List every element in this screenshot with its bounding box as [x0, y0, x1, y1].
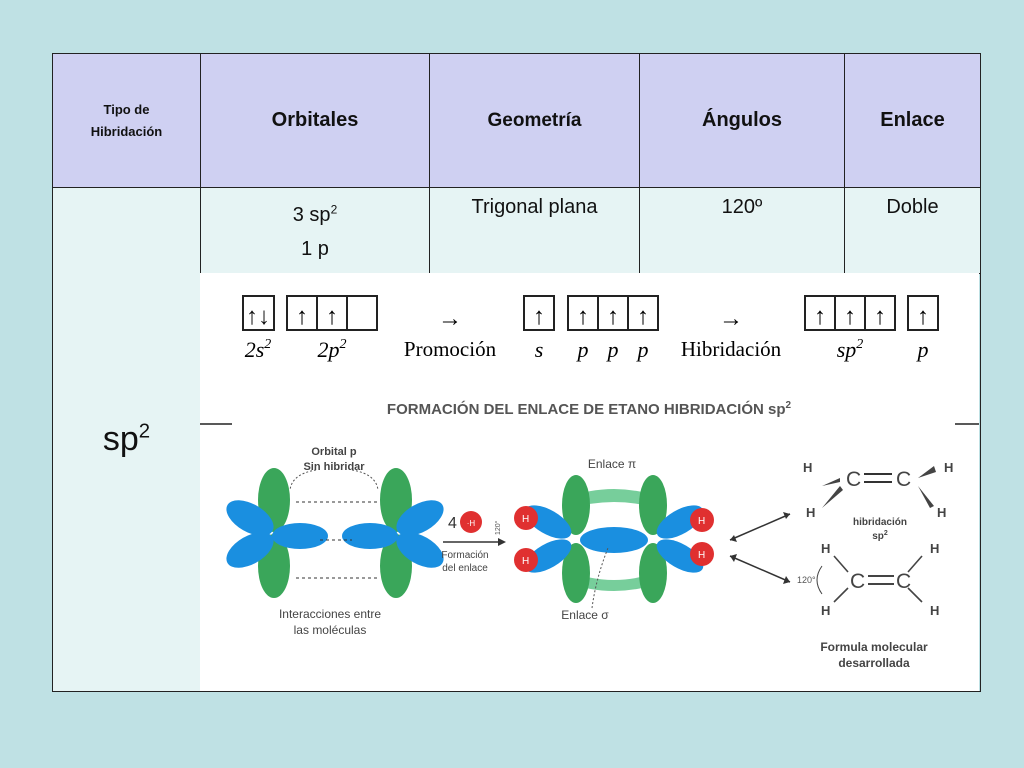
- orbitales-line1: 3 sp2: [292, 201, 338, 226]
- electron-up-icon: ↑: [844, 304, 856, 330]
- label-angle-120: 120°: [797, 575, 816, 585]
- ethylene-orbital-model: [514, 475, 714, 603]
- box-p-hybrid: [907, 295, 939, 331]
- hybridization-table: Tipo de Hibridación Orbitales Geometría …: [52, 53, 981, 692]
- label-2s: 2s2: [245, 337, 272, 362]
- label-h-plus: ·H: [467, 519, 476, 528]
- electron-up-icon: ↑: [533, 304, 545, 330]
- label-h: H: [944, 460, 953, 475]
- header-tipo-hibridacion: Tipo de Hibridación: [53, 54, 201, 188]
- label-formacion: Formación: [441, 550, 488, 561]
- electron-up-icon: ↑: [296, 304, 308, 330]
- header-geometria: Geometría: [430, 54, 640, 188]
- enlace-value: Doble: [886, 196, 939, 218]
- label-h: H: [930, 603, 939, 618]
- label-h: H: [806, 505, 815, 520]
- electron-up-icon: ↑: [917, 304, 929, 330]
- box-s-promoted: [523, 295, 555, 331]
- label-enlace-sigma: Enlace σ: [561, 608, 609, 622]
- label-angle-small: 120°: [494, 520, 502, 535]
- label-desarrollada: desarrollada: [838, 656, 910, 670]
- label-las-moleculas: las moléculas: [294, 623, 367, 637]
- header-enlace-label: Enlace: [880, 109, 945, 131]
- label-h: H: [803, 460, 812, 475]
- label-hibridacion: Hibridación: [681, 337, 782, 361]
- box-2p: [286, 295, 378, 331]
- header-orbitales: Orbitales: [201, 54, 430, 188]
- cell-orbitales: 3 sp2 1 p: [201, 188, 430, 274]
- label-formula-molecular: Formula molecular: [820, 640, 928, 654]
- arrows-to-structures: [729, 513, 791, 583]
- label-c: C: [850, 570, 865, 593]
- arrow-hibridacion: →: [719, 306, 743, 332]
- electron-up-icon: ↑: [814, 304, 826, 330]
- label-c: C: [896, 468, 911, 491]
- label-s: s: [535, 337, 544, 362]
- label-interacciones: Interacciones entre: [279, 607, 381, 621]
- label-h: H: [821, 603, 830, 618]
- electron-up-icon: ↑: [874, 304, 886, 330]
- formation-title: FORMACIÓN DEL ENLACE DE ETANO HIBRIDACIÓ…: [387, 400, 792, 418]
- electron-up-icon: ↑: [326, 304, 338, 330]
- ethylene-planar-structure: [816, 555, 923, 603]
- electron-up-icon: ↑: [607, 304, 619, 330]
- label-h: H: [522, 556, 529, 567]
- label-num-h: 4: [448, 515, 457, 532]
- header-geometria-label: Geometría: [487, 109, 582, 131]
- header-tipo-line1: Tipo de: [103, 101, 150, 117]
- label-hibridacion-sp2-sub: sp2: [872, 530, 888, 542]
- label-c: C: [846, 468, 861, 491]
- left-orbital-pair: [226, 468, 444, 598]
- diagram-panel: [200, 273, 979, 691]
- cell-enlace: Doble: [845, 188, 980, 274]
- label-p: p: [606, 337, 619, 362]
- label-sp2: sp2: [837, 337, 864, 362]
- hydrogen-icon: [460, 511, 482, 533]
- angulos-value: 120º: [721, 196, 763, 218]
- electron-pair-icon: ↑↓: [246, 304, 270, 330]
- cell-hibridacion-sp2: sp2: [53, 188, 201, 691]
- label-h: H: [937, 505, 946, 520]
- label-p: p: [576, 337, 589, 362]
- box-2s: [242, 295, 275, 331]
- label-p-hybrid: p: [916, 337, 929, 362]
- electron-up-icon: ↑: [577, 304, 589, 330]
- orbitales-line2: 1 p: [301, 237, 329, 260]
- label-h: H: [930, 541, 939, 556]
- header-orbitales-label: Orbitales: [271, 109, 359, 131]
- label-orbital-p: Orbital p: [311, 446, 357, 458]
- label-2p: 2p2: [318, 337, 347, 362]
- ethylene-wedge-structure: [822, 466, 936, 508]
- electron-up-icon: ↑: [637, 304, 649, 330]
- label-h: H: [698, 516, 705, 527]
- label-sin-hibridar: Sin hibridar: [303, 461, 365, 473]
- label-c: C: [896, 570, 911, 593]
- label-h: H: [522, 514, 529, 525]
- header-angulos: Ángulos: [640, 54, 845, 188]
- label-p: p: [636, 337, 649, 362]
- label-promocion: Promoción: [404, 337, 497, 361]
- label-h: H: [821, 541, 830, 556]
- box-p-promoted: [567, 295, 659, 331]
- label-h: H: [698, 550, 705, 561]
- label-enlace-pi: Enlace π: [588, 457, 636, 471]
- geometria-value: Trigonal plana: [471, 196, 598, 218]
- label-hibridacion-sp2: hibridación: [853, 517, 907, 528]
- header-enlace: Enlace: [845, 54, 980, 188]
- box-sp2: [804, 295, 896, 331]
- header-tipo-line2: Hibridación: [90, 123, 163, 139]
- arrow-promocion: →: [438, 306, 462, 332]
- label-del-enlace: del enlace: [442, 563, 488, 574]
- hibridacion-value: sp2: [102, 420, 151, 458]
- header-angulos-label: Ángulos: [702, 109, 782, 131]
